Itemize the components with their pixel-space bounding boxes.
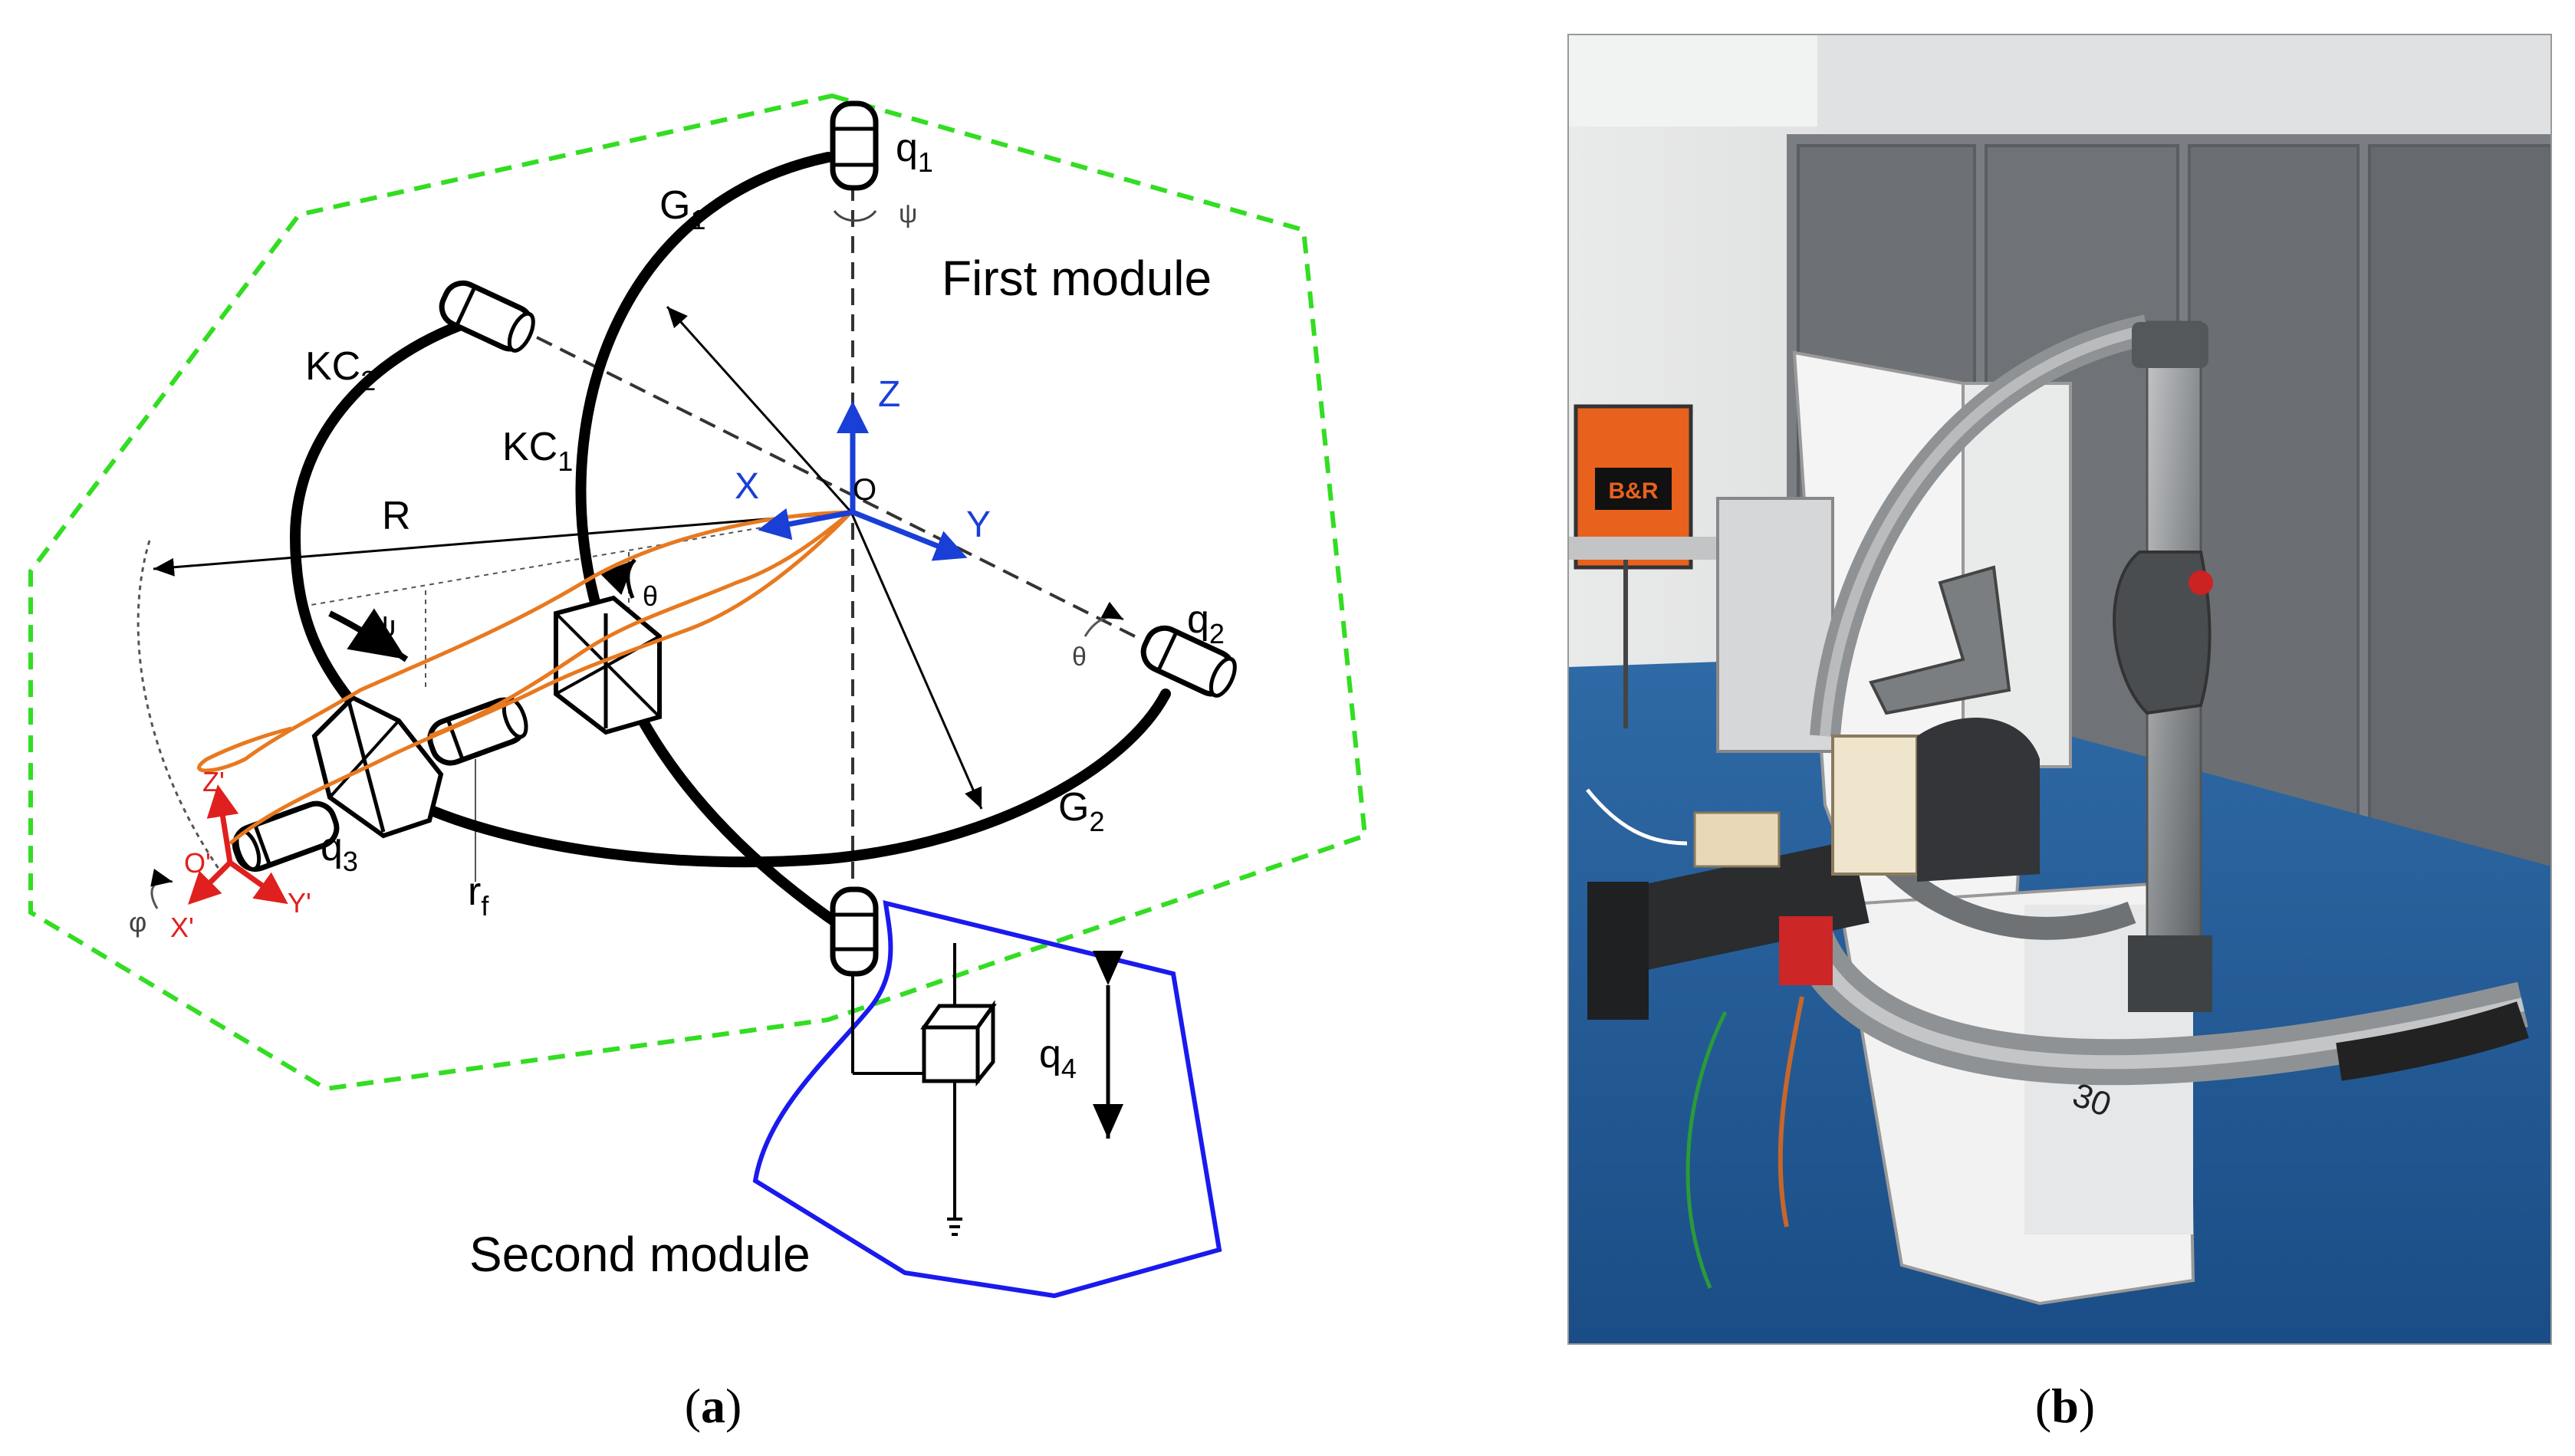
theta-right-label: θ bbox=[1072, 643, 1087, 672]
q2-actuator bbox=[1140, 625, 1237, 698]
psi-top-label: ψ bbox=[899, 199, 917, 228]
r-sweep-arc bbox=[136, 540, 224, 875]
module-1-label: First module bbox=[942, 251, 1212, 306]
module-1-boundary bbox=[28, 93, 1368, 1092]
rf-label: rf bbox=[468, 869, 489, 922]
q4-prismatic-joint bbox=[920, 943, 997, 1236]
kc1-label: KC1 bbox=[502, 425, 573, 477]
tool-origin-label: O' bbox=[184, 847, 211, 879]
tool-y-label: Y' bbox=[288, 887, 311, 919]
q3-joint bbox=[311, 695, 444, 839]
g2-label: G2 bbox=[1058, 785, 1104, 837]
kc2-actuator bbox=[439, 280, 535, 353]
g1-radius-line bbox=[666, 305, 853, 514]
phi-label: φ bbox=[129, 906, 146, 938]
trajectory bbox=[197, 510, 853, 845]
phi-arrow bbox=[150, 868, 173, 909]
panel-a-caption: (a) bbox=[685, 1379, 742, 1433]
q2-axis bbox=[536, 336, 1143, 642]
module-2-boundary bbox=[752, 900, 1222, 1299]
module-2-label: Second module bbox=[469, 1227, 811, 1282]
panel-a-diagram: First module Second module q1 q2 q3 q4 G… bbox=[28, 93, 1368, 1433]
q2-label: q2 bbox=[1187, 597, 1225, 649]
x-axis-label: X bbox=[735, 466, 759, 507]
q3-actuator bbox=[232, 800, 340, 872]
kc1-joint bbox=[554, 595, 662, 735]
theta-right-arrow bbox=[1084, 601, 1124, 637]
q4-rotary-actuator bbox=[830, 886, 932, 1075]
theta-label: θ bbox=[643, 580, 658, 612]
q1-actuator bbox=[830, 100, 879, 222]
psi-arrow bbox=[328, 608, 409, 662]
main-axes bbox=[758, 401, 968, 561]
kc2-label: KC2 bbox=[305, 344, 376, 396]
psi-label: ψ bbox=[374, 610, 396, 643]
tool-axes bbox=[188, 784, 288, 905]
g1-label: G1 bbox=[659, 183, 705, 235]
q1-label: q1 bbox=[896, 126, 933, 178]
y-axis-label: Y bbox=[966, 505, 991, 545]
orange-box-sign: B&R bbox=[1609, 478, 1659, 504]
g1-arc bbox=[575, 152, 849, 933]
g2-radius-line bbox=[850, 511, 983, 810]
q4-label: q4 bbox=[1039, 1032, 1077, 1084]
r-dimension-line bbox=[153, 511, 852, 577]
origin-label: O bbox=[853, 473, 876, 507]
tool-z-label: Z' bbox=[202, 766, 225, 797]
theta-arrow bbox=[600, 558, 636, 599]
z-axis-label: Z bbox=[878, 374, 900, 415]
tool-x-label: X' bbox=[170, 912, 194, 943]
panel-b-caption: (b) bbox=[2035, 1379, 2095, 1433]
r-label: R bbox=[382, 494, 411, 538]
kc2-arc bbox=[289, 317, 475, 718]
panel-b-photo: B&R 30 bbox=[1567, 34, 2552, 1433]
q3-label: q3 bbox=[321, 825, 358, 877]
